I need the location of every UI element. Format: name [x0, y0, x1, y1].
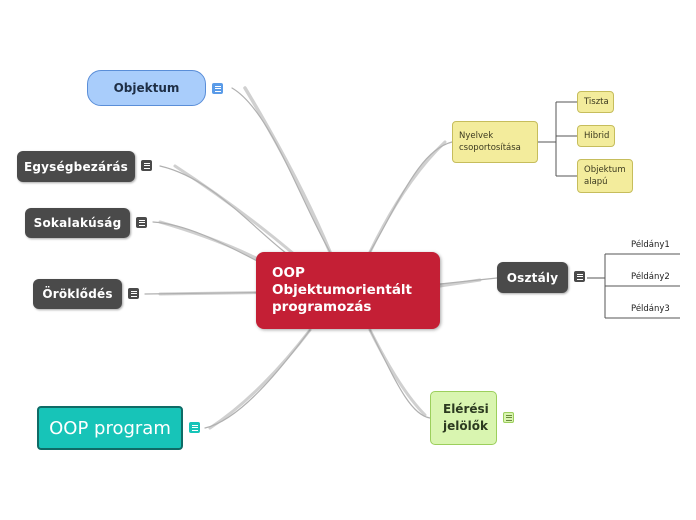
central-topic[interactable]: OOP Objektumorientált programozás	[256, 252, 440, 329]
topic-oroklodes[interactable]: Öröklődés	[33, 279, 122, 309]
subtopic-hibrid[interactable]: Hibrid	[577, 125, 615, 147]
topic-nyelvek-csoportositasa[interactable]: Nyelvek csoportosítása	[452, 121, 538, 163]
topic-nyelvek-line-1: Nyelvek	[459, 131, 494, 141]
topic-oop-program-label: OOP program	[49, 417, 171, 439]
note-icon[interactable]	[212, 83, 223, 94]
subtopic-peldany2[interactable]: Példány2	[631, 272, 670, 282]
subtopic-objektum-alapu[interactable]: Objektum alapú	[577, 159, 633, 193]
topic-osztaly-label: Osztály	[506, 270, 559, 285]
subtopic-hibrid-label: Hibrid	[584, 131, 610, 141]
central-topic-line-3: programozás	[272, 299, 372, 315]
topic-eleresi-jelolok[interactable]: Elérési jelölők	[430, 391, 497, 445]
subtopic-objektum-alapu-line-2: alapú	[584, 177, 608, 187]
topic-objektum-label: Objektum	[113, 81, 180, 95]
note-icon[interactable]	[574, 271, 585, 282]
central-topic-line-1: OOP	[272, 265, 305, 281]
topic-eleresi-line-2: jelölők	[443, 419, 488, 433]
topic-oroklodes-label: Öröklődés	[42, 287, 113, 301]
central-topic-line-2: Objektumorientált	[272, 282, 413, 298]
topic-sokalakusag-label: Sokalakúság	[33, 216, 122, 230]
topic-osztaly[interactable]: Osztály	[497, 262, 568, 293]
subtopic-tiszta[interactable]: Tiszta	[577, 91, 614, 113]
topic-oop-program[interactable]: OOP program	[37, 406, 183, 450]
note-icon[interactable]	[503, 412, 514, 423]
subtopic-peldany1[interactable]: Példány1	[631, 240, 670, 250]
note-icon[interactable]	[128, 288, 139, 299]
subtopic-tiszta-label: Tiszta	[584, 97, 609, 107]
topic-egysegbezaras[interactable]: Egységbezárás	[17, 151, 135, 182]
subtopic-objektum-alapu-line-1: Objektum	[584, 165, 626, 175]
topic-eleresi-line-1: Elérési	[443, 402, 489, 416]
topic-egysegbezaras-label: Egységbezárás	[23, 159, 129, 174]
note-icon[interactable]	[189, 422, 200, 433]
topic-sokalakusag[interactable]: Sokalakúság	[25, 208, 130, 238]
topic-nyelvek-line-2: csoportosítása	[459, 143, 521, 153]
note-icon[interactable]	[136, 217, 147, 228]
subtopic-peldany3[interactable]: Példány3	[631, 304, 670, 314]
topic-objektum[interactable]: Objektum	[87, 70, 206, 106]
note-icon[interactable]	[141, 160, 152, 171]
